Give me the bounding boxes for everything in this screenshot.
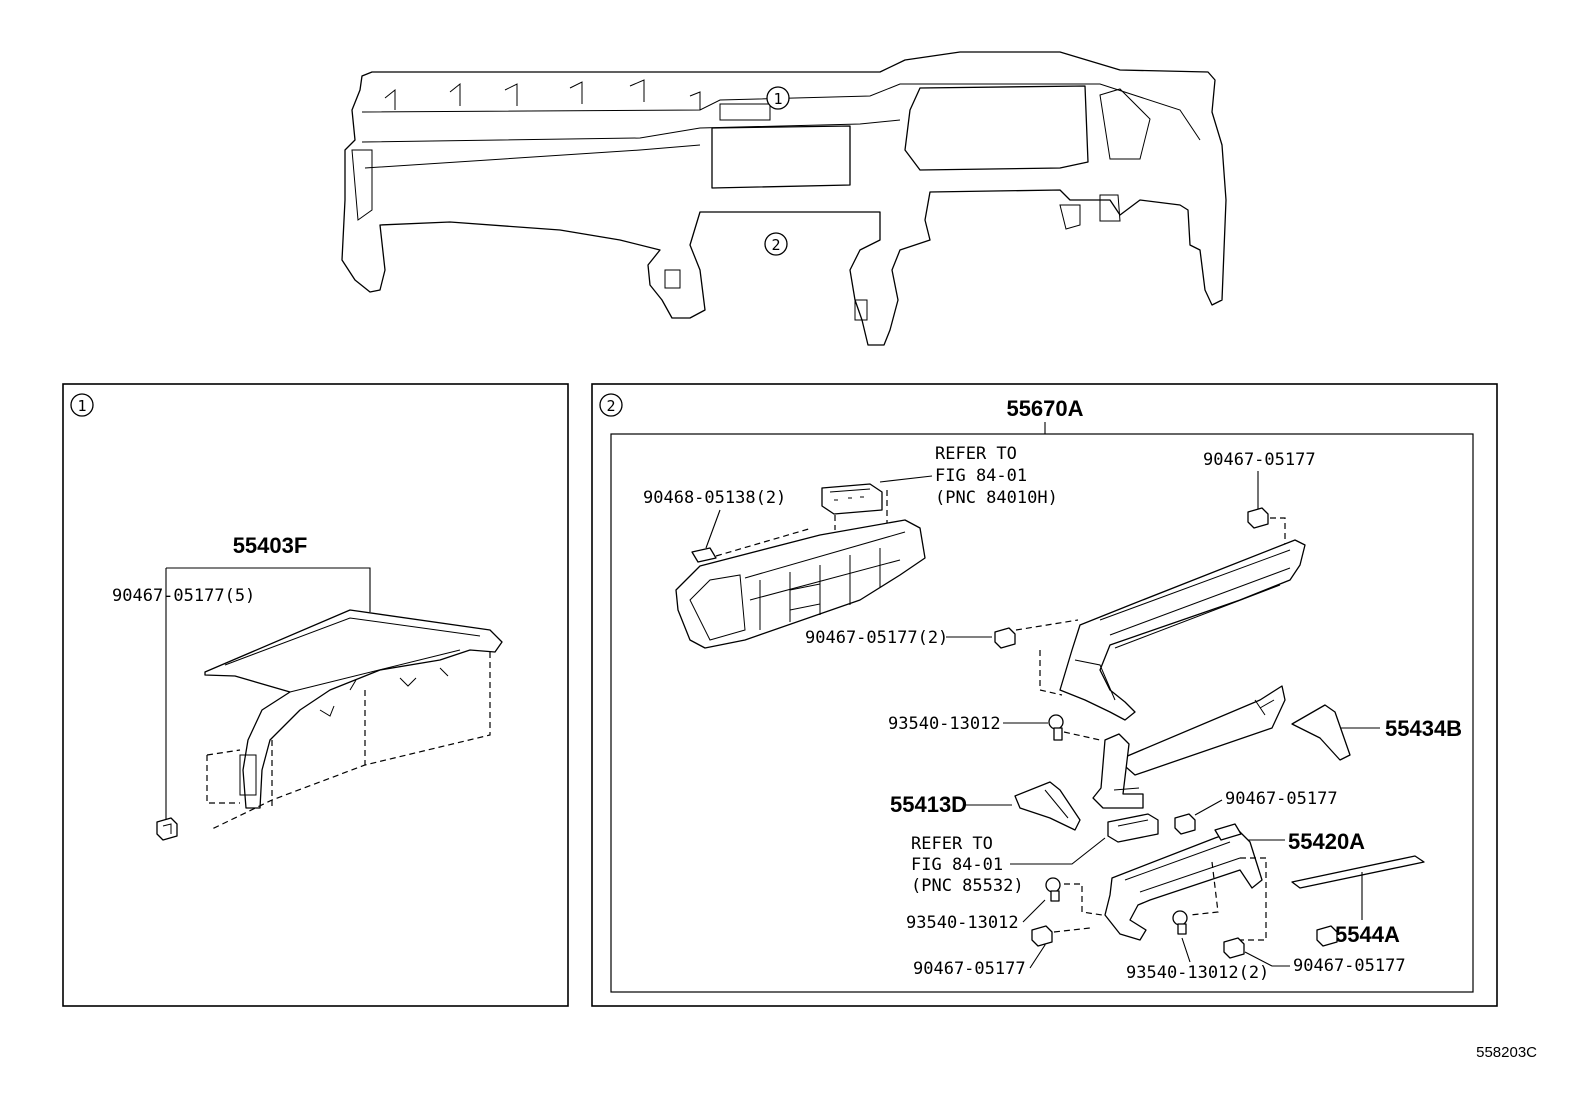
dashboard-overview: 1 2 — [341, 51, 1227, 346]
panel-2: 2 55670A REFER TO FIG 84-01 (PNC 84010H)… — [591, 383, 1498, 1007]
switch-module-85532-drawing — [1107, 813, 1159, 843]
screw-93540-13012-a-drawing — [1048, 714, 1064, 741]
screw-93540-13012-2-drawing — [1172, 910, 1188, 935]
panel-2-index: 2 — [606, 397, 615, 415]
part-93540-13012-2-label: 93540-13012(2) — [1126, 963, 1269, 983]
part-90468-05138-2-label: 90468-05138(2) — [643, 488, 786, 508]
part-90467-05177-br-label: 90467-05177 — [1293, 956, 1406, 976]
refer-84010H-line3: (PNC 84010H) — [935, 488, 1058, 508]
refer-85532-line1: REFER TO — [911, 834, 993, 854]
clip-bottom-right-drawing — [1223, 937, 1245, 959]
part-93540-13012-a-label: 93540-13012 — [888, 714, 1001, 734]
strip-5544A-drawing — [1291, 855, 1425, 889]
bracket-55420A-drawing — [1104, 823, 1263, 941]
refer-84010H-line1: REFER TO — [935, 444, 1017, 464]
callout-1-label: 1 — [773, 90, 782, 108]
part-55403F-drawing — [204, 609, 503, 809]
clip-90467-05177-drawing — [156, 817, 178, 841]
bracket-55434B-drawing — [1291, 704, 1351, 761]
panel-1-index: 1 — [77, 397, 86, 415]
callout-2-label: 2 — [771, 236, 780, 254]
refer-85532-line3: (PNC 85532) — [911, 876, 1024, 896]
part-93540-13012-b-label: 93540-13012 — [906, 913, 1019, 933]
refer-85532-line2: FIG 84-01 — [911, 855, 1003, 875]
refer-84010H-line2: FIG 84-01 — [935, 466, 1027, 486]
part-55434B-label: 55434B — [1385, 716, 1462, 741]
part-90467-05177-bl-label: 90467-05177 — [913, 959, 1026, 979]
part-90467-05177-top-label: 90467-05177 — [1203, 450, 1316, 470]
bracket-55413D-drawing — [1014, 781, 1081, 831]
panel-1: 1 55403F 90467-05177(5) — [62, 383, 569, 1007]
diagram-id: 558203C — [1476, 1044, 1537, 1061]
screw-93540-13012-b-drawing — [1045, 877, 1061, 902]
clip-bottom-left-drawing — [1031, 925, 1053, 947]
part-55403F-label: 55403F — [233, 533, 308, 558]
assembly-55670A-label: 55670A — [1006, 396, 1083, 421]
upper-panel-drawing — [1059, 539, 1306, 721]
part-5544A-label: 5544A — [1335, 922, 1400, 947]
center-panel-drawing — [675, 519, 926, 649]
part-90467-05177-mid-label: 90467-05177 — [1225, 789, 1338, 809]
part-55420A-label: 55420A — [1288, 829, 1365, 854]
clip-bl-drawing — [1316, 925, 1338, 947]
part-90467-05177-2-label: 90467-05177(2) — [805, 628, 948, 648]
switch-module-84010H-drawing — [821, 483, 883, 515]
part-55413D-label: 55413D — [890, 792, 967, 817]
part-90467-05177-5-label: 90467-05177(5) — [112, 586, 255, 606]
lower-frame-drawing — [1092, 685, 1286, 809]
